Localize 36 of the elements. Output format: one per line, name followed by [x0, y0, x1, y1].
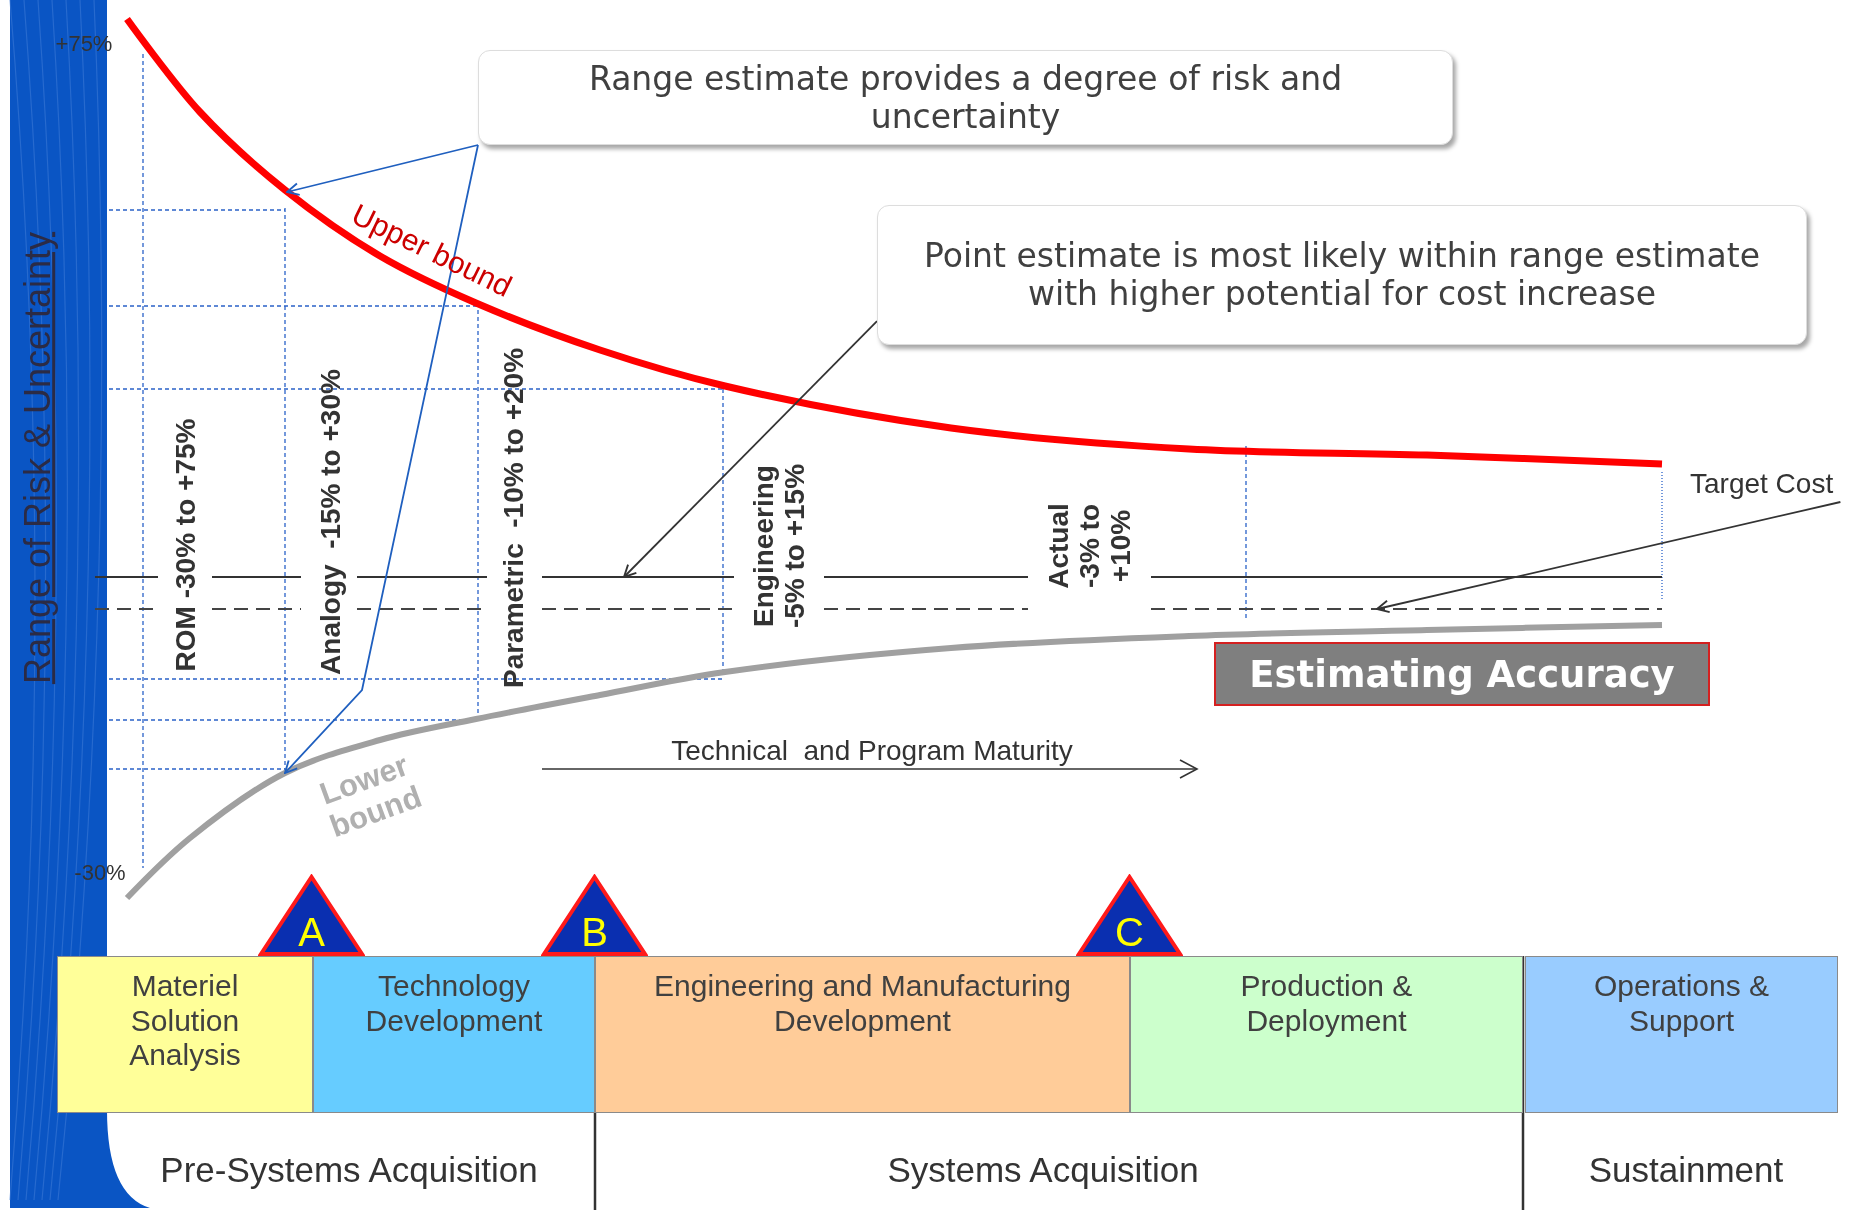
milestone-letter: C	[1114, 912, 1145, 952]
target-cost-label: Target Cost	[1690, 468, 1835, 500]
callout-box	[877, 205, 1807, 345]
estimate-range-label: Engineering -5% to +15%	[749, 462, 811, 631]
stage-label: Systems Acquisition	[887, 1150, 1199, 1190]
estimate-range-label: Parametric -10% to +20%	[498, 347, 530, 689]
phase-box	[1130, 956, 1523, 1113]
stage-label: Sustainment	[1588, 1150, 1784, 1190]
leader-line	[284, 144, 479, 774]
estimate-range-label: Analogy -15% to +30%	[315, 369, 347, 675]
phase-box	[57, 956, 313, 1113]
axis-label: Technical and Program Maturity	[671, 735, 1073, 767]
phase-name: Production & Deployment	[1239, 969, 1414, 1038]
phase-box	[1525, 956, 1838, 1113]
axis-title: Range of Risk & Uncertainty	[18, 231, 58, 685]
callout-box	[478, 50, 1453, 145]
leader-arrow	[1376, 501, 1842, 613]
phase-box	[595, 956, 1130, 1113]
curve-label: Lower bound	[314, 746, 428, 847]
target-cost-line	[94, 608, 1663, 610]
phase-name: Materiel Solution Analysis	[128, 969, 242, 1073]
accuracy-title: Estimating Accuracy	[1249, 652, 1675, 696]
phase-box	[313, 956, 595, 1113]
phase-name: Operations & Support	[1592, 969, 1771, 1038]
phase-name: Engineering and Manufacturing Development	[653, 969, 1072, 1038]
estimate-range-label: ROM -30% to +75%	[170, 418, 202, 672]
milestone-letter: B	[580, 912, 609, 952]
callout-text: Point estimate is most likely within range estimate with higher potential for cost increase	[923, 237, 1761, 313]
callout-text: Range estimate provides a degree of risk and uncertainty	[587, 59, 1344, 136]
estimate-range-label: Actual -3% to +10%	[1043, 502, 1137, 591]
stage-label: Pre-Systems Acquisition	[160, 1150, 538, 1190]
leader-arrow	[623, 320, 878, 578]
leader-arrow	[286, 144, 479, 196]
milestone-letter: A	[297, 912, 326, 952]
phase-name: Technology Development	[364, 969, 544, 1038]
accuracy-banner	[1214, 642, 1710, 706]
